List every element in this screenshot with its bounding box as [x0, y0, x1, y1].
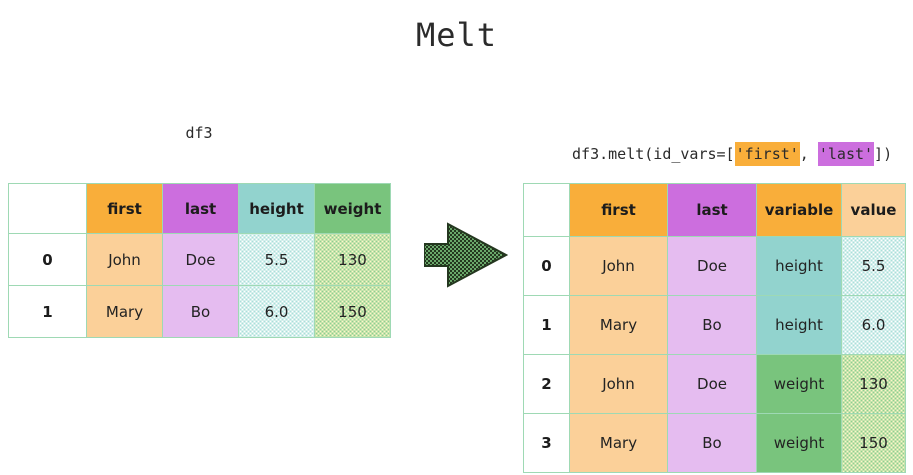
source-dataframe-table: first last height weight 0 John Doe 5.5 …	[8, 183, 391, 338]
code-suffix: ])	[874, 145, 893, 163]
column-header-height: height	[238, 183, 315, 234]
row-index-1: 1	[8, 285, 87, 338]
cell-last-1: Bo	[667, 295, 757, 355]
left-table-caption: df3	[185, 124, 213, 142]
code-arg-last: 'last'	[817, 142, 875, 166]
cell-variable-0: height	[756, 236, 842, 296]
cell-value-2: 130	[841, 354, 906, 414]
cell-first-2: John	[569, 354, 668, 414]
cell-variable-2: weight	[756, 354, 842, 414]
page-title: Melt	[415, 16, 498, 54]
table-row: 3 Mary Bo weight 150	[523, 413, 906, 473]
table-row: 2 John Doe weight 130	[523, 354, 906, 414]
row-index-0: 0	[523, 236, 570, 296]
table-header-row: first last height weight	[8, 183, 391, 234]
column-header-last: last	[667, 183, 757, 237]
table-row: 1 Mary Bo height 6.0	[523, 295, 906, 355]
corner-cell	[523, 183, 570, 237]
cell-last-3: Bo	[667, 413, 757, 473]
cell-last-1: Bo	[162, 285, 239, 338]
cell-value-3: 150	[841, 413, 906, 473]
cell-variable-3: weight	[756, 413, 842, 473]
corner-cell	[8, 183, 87, 234]
right-table-caption: df3.melt(id_vars=['first', 'last'])	[523, 124, 905, 184]
cell-last-2: Doe	[667, 354, 757, 414]
row-index-0: 0	[8, 233, 87, 286]
table-header-row: first last variable value	[523, 183, 906, 237]
cell-variable-1: height	[756, 295, 842, 355]
cell-last-0: Doe	[162, 233, 239, 286]
arrow-right-icon	[423, 222, 509, 288]
column-header-first: first	[86, 183, 163, 234]
column-header-weight: weight	[314, 183, 391, 234]
cell-first-3: Mary	[569, 413, 668, 473]
table-row: 1 Mary Bo 6.0 150	[8, 285, 391, 338]
row-index-2: 2	[523, 354, 570, 414]
code-separator: ,	[799, 145, 818, 163]
code-arg-first: 'first'	[734, 142, 800, 166]
cell-last-0: Doe	[667, 236, 757, 296]
cell-first-0: John	[569, 236, 668, 296]
column-header-value: value	[841, 183, 906, 237]
cell-weight-0: 130	[314, 233, 391, 286]
code-prefix: df3.melt(id_vars=[	[572, 145, 735, 163]
cell-height-0: 5.5	[238, 233, 315, 286]
cell-value-1: 6.0	[841, 295, 906, 355]
table-row: 0 John Doe 5.5 130	[8, 233, 391, 286]
cell-first-1: Mary	[569, 295, 668, 355]
cell-weight-1: 150	[314, 285, 391, 338]
column-header-variable: variable	[756, 183, 842, 237]
row-index-3: 3	[523, 413, 570, 473]
cell-height-1: 6.0	[238, 285, 315, 338]
column-header-last: last	[162, 183, 239, 234]
cell-value-0: 5.5	[841, 236, 906, 296]
row-index-1: 1	[523, 295, 570, 355]
column-header-first: first	[569, 183, 668, 237]
melted-dataframe-table: first last variable value 0 John Doe hei…	[523, 183, 906, 473]
cell-first-1: Mary	[86, 285, 163, 338]
table-row: 0 John Doe height 5.5	[523, 236, 906, 296]
cell-first-0: John	[86, 233, 163, 286]
